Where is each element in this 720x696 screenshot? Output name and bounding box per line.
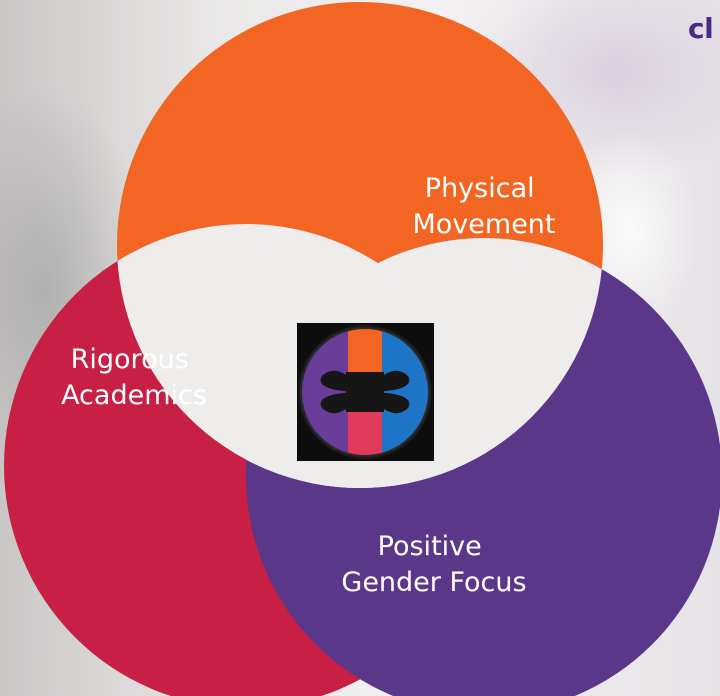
rigorous-academics-label: Rigorous Academics bbox=[61, 344, 207, 411]
cropped-heading-text: cl bbox=[688, 12, 714, 45]
physical-movement-label: Physical Movement bbox=[412, 173, 555, 240]
positive-gender-focus-label: Positive Gender Focus bbox=[341, 531, 526, 598]
girls-athletic-leadership-schools-logo bbox=[297, 323, 434, 461]
